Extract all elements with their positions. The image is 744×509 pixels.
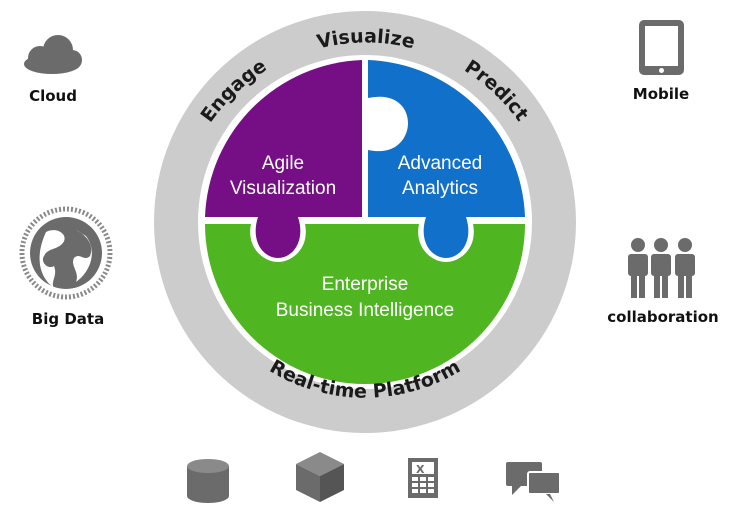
bigdata-label: Big Data [31, 310, 105, 328]
database-icon [187, 459, 229, 503]
mobile-label: Mobile [632, 85, 690, 103]
enterprise-line1: Enterprise [322, 274, 409, 295]
enterprise-line2: Business Intelligence [276, 300, 455, 321]
chat-icon [506, 462, 561, 502]
analytics-line1: Advanced [398, 153, 483, 174]
piece-enterprise-bi [205, 224, 525, 384]
svg-text:X: X [416, 463, 425, 476]
cube-icon [296, 452, 344, 502]
collaboration-label: collaboration [607, 308, 719, 326]
agile-line1: Agile [262, 153, 304, 174]
tablet-icon [639, 20, 684, 75]
piece-agile-visualization [205, 60, 362, 258]
globe-icon [19, 206, 113, 300]
piece-advanced-analytics [368, 60, 525, 258]
people-icon [628, 238, 695, 298]
cloud-label: Cloud [29, 87, 77, 105]
agile-line2: Visualization [230, 178, 336, 199]
spreadsheet-icon: X [408, 458, 438, 498]
cloud-icon [24, 35, 82, 74]
analytics-line2: Analytics [402, 178, 478, 199]
